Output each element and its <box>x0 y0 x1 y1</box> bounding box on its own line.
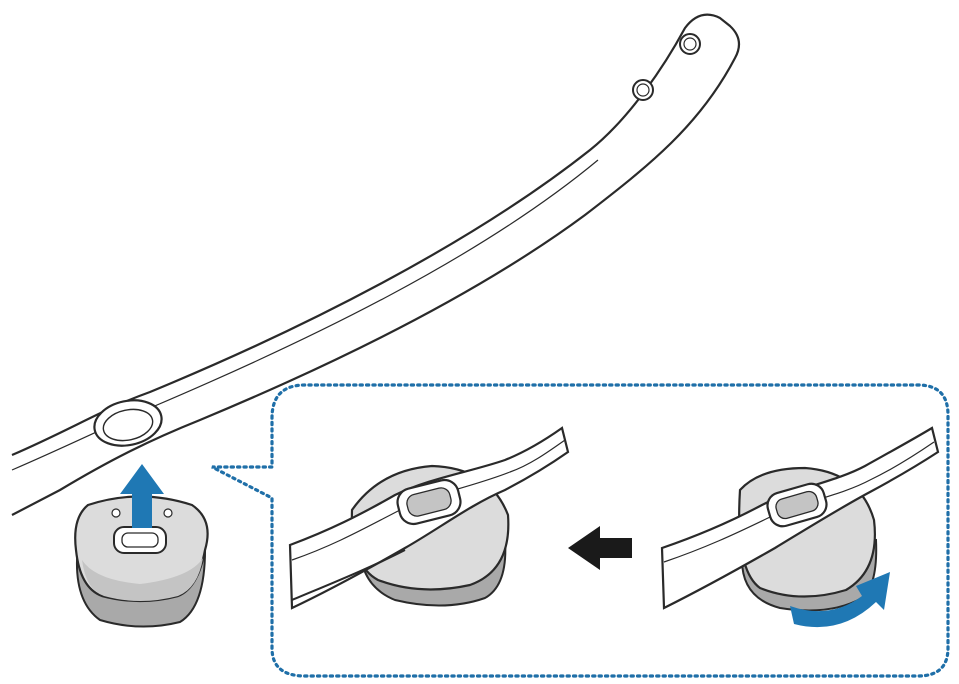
strap-module-opening <box>93 399 163 447</box>
callout-bubble <box>211 383 950 678</box>
arrow-left-icon <box>568 526 632 570</box>
module-top-shade <box>82 558 203 601</box>
step-attached-connector-inner <box>406 487 452 517</box>
arrow-up-icon <box>120 464 164 528</box>
strap-hole-2 <box>632 79 654 101</box>
step-attached-strap-lower <box>291 549 406 601</box>
rotate-arrow-icon <box>790 572 890 628</box>
module-connector-inner <box>121 532 159 548</box>
module-pin-left <box>111 508 121 518</box>
strap-inner-edge <box>11 159 599 471</box>
strap-hole-1 <box>679 33 701 55</box>
step-rotate <box>660 426 940 612</box>
step-rotate-connector-inner <box>775 490 819 520</box>
strap <box>11 13 741 516</box>
strap-outline <box>11 13 741 516</box>
step-attached <box>288 426 570 610</box>
module-pin-right <box>163 508 173 518</box>
